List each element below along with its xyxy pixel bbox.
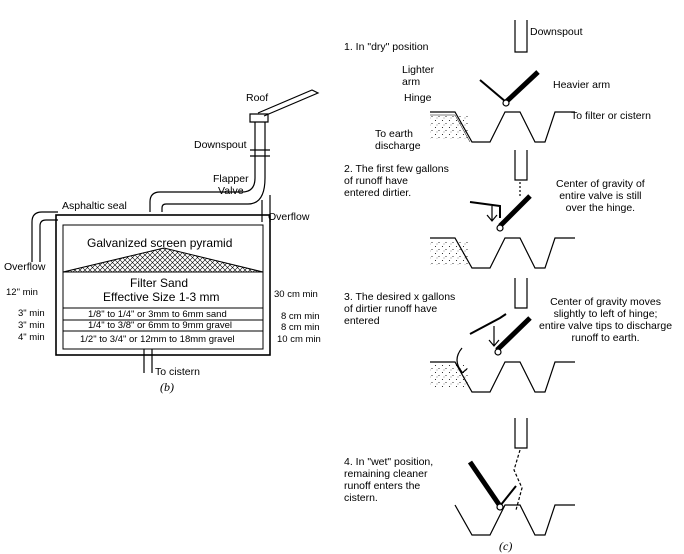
- layer-depth-cm: 8 cm min: [281, 311, 320, 322]
- layer-desc: 1/2" to 3/4" or 12mm to 18mm gravel: [80, 334, 235, 345]
- layer-depth-in: 4" min: [18, 332, 45, 343]
- to-filter-label: To filter or cistern: [571, 110, 651, 122]
- step2-label: 2. The first few gallons of runoff have …: [344, 163, 449, 199]
- layer-depth-in: 3" min: [18, 308, 45, 319]
- layer-depth-cm: 10 cm min: [277, 334, 321, 345]
- roof-label: Roof: [246, 92, 269, 104]
- to-cistern-label: To cistern: [155, 366, 200, 378]
- asphaltic-seal-label: Asphaltic seal: [62, 200, 127, 212]
- step3-valve: [430, 278, 575, 393]
- panel-c-drawing: [430, 20, 575, 536]
- filter-sand-label: Filter Sand: [130, 276, 189, 290]
- step2-valve: [430, 150, 575, 269]
- step4-valve: [454, 418, 575, 536]
- layer-desc: 1/8" to 1/4" or 3mm to 6mm sand: [88, 309, 227, 320]
- heavier-arm-label: Heavier arm: [553, 79, 611, 91]
- to-earth-label: To earth discharge: [375, 128, 421, 152]
- downspout-label-b: Downspout: [194, 139, 247, 151]
- layer-desc: 1/4" to 3/8" or 6mm to 9mm gravel: [88, 320, 233, 331]
- caption-c: (c): [499, 539, 513, 553]
- roof-line: [257, 89, 320, 117]
- flapper-valve-label: Flapper Valve: [213, 173, 249, 197]
- filter-box: [55, 214, 271, 356]
- left-overflow-pipe: [31, 211, 58, 262]
- step4-label: 4. In "wet" position, remaining cleaner …: [344, 456, 434, 504]
- effective-size-label: Effective Size 1-3 mm: [103, 290, 220, 304]
- hinge-label: Hinge: [404, 92, 432, 104]
- step1-label: 1. In "dry" position: [344, 41, 429, 53]
- cg2-label: Center of gravity of entire valve is sti…: [556, 178, 645, 214]
- caption-b: (b): [160, 380, 174, 394]
- downspout-label-c: Downspout: [530, 26, 583, 38]
- layer-depth-in: 3" min: [18, 320, 45, 331]
- panel-b-drawing: [31, 89, 320, 373]
- pyramid-label: Galvanized screen pyramid: [87, 236, 233, 250]
- layer-depth-in: 12" min: [6, 287, 38, 298]
- overflow-right-label: Overflow: [268, 211, 310, 223]
- step1-valve: [430, 20, 575, 143]
- overflow-left-label: Overflow: [4, 261, 46, 273]
- gutter: [249, 113, 269, 123]
- cg3-label: Center of gravity moves slightly to left…: [539, 296, 673, 344]
- layer-depth-cm: 30 cm min: [274, 289, 318, 300]
- lighter-arm-label: Lighter arm: [402, 64, 435, 88]
- screen-pyramid: [62, 247, 264, 273]
- cistern-outlet: [143, 349, 153, 373]
- step3-label: 3. The desired x gallons of dirtier runo…: [344, 291, 456, 327]
- layer-depth-cm: 8 cm min: [281, 322, 320, 333]
